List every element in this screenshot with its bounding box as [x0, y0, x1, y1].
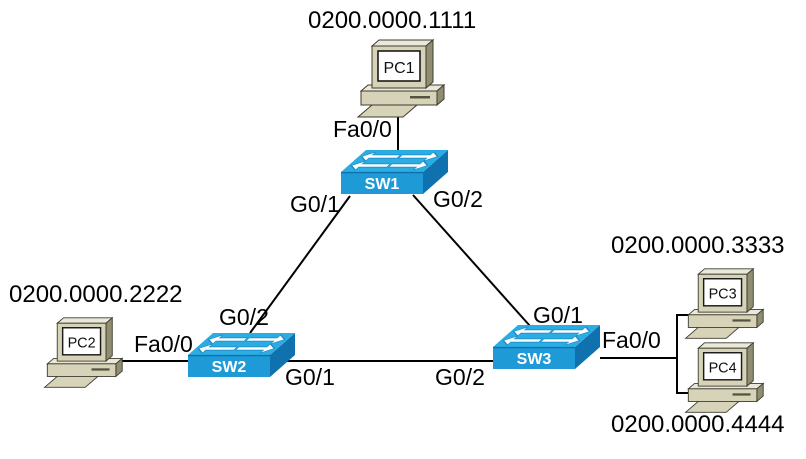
pc-drive-slot	[410, 96, 430, 99]
pc-label: PC1	[383, 60, 414, 77]
switch-arrow-right-icon	[234, 343, 276, 354]
link-sw1-sw3	[412, 194, 531, 327]
pc-label: PC4	[709, 361, 737, 377]
pc-monitor-top	[697, 342, 755, 349]
interface-label-sw1-g0-2: G0/2	[433, 186, 483, 212]
interface-label-sw2-g0-2: G0/2	[219, 304, 269, 330]
pc-monitor-top	[697, 268, 755, 275]
pc-label: PC2	[68, 336, 96, 352]
switch-arrow-right-icon	[550, 326, 591, 337]
switch-arrow-right-icon	[398, 151, 439, 162]
link-sw1-sw2	[249, 195, 351, 334]
pc-monitor-top	[370, 39, 435, 47]
pc-screen	[702, 278, 743, 307]
pc-keyboard	[43, 376, 100, 388]
mac-address-label-pc4: 0200.0000.4444	[611, 411, 785, 438]
interface-label-sw1-g0-1: G0/1	[290, 191, 340, 217]
pc-monitor-side	[746, 341, 754, 388]
switch-label: SW1	[365, 176, 400, 193]
switch-front-face	[188, 355, 270, 377]
interface-label-sw2-g0-1: G0/1	[285, 364, 335, 390]
interface-label-sw1-fa0-0: Fa0/0	[333, 116, 392, 142]
switch-arrow-left-icon	[512, 326, 554, 337]
pc-monitor-side	[746, 267, 754, 314]
pc-keyboard	[356, 104, 419, 118]
pc-drive-slot	[732, 393, 751, 396]
pc-monitor-side	[425, 38, 434, 90]
interface-label-sw3-g0-1: G0/1	[533, 302, 583, 328]
interface-label-sw3-fa0-0: Fa0/0	[602, 327, 661, 353]
interface-label-sw2-fa0-0: Fa0/0	[134, 331, 193, 357]
pc-pc4: PC4	[684, 341, 765, 413]
switch-arrow-right-icon	[539, 335, 581, 346]
pc-monitor-side	[105, 316, 113, 363]
mac-address-label-pc2: 0200.0000.2222	[9, 281, 183, 308]
switch-side-face	[575, 325, 600, 369]
switch-sw3: SW3	[493, 325, 600, 369]
switch-arrow-right-icon	[245, 334, 286, 345]
switch-label: SW2	[212, 359, 247, 376]
switch-arrow-left-icon	[360, 151, 402, 162]
switch-arrow-right-icon	[387, 160, 429, 171]
switch-side-face	[423, 150, 448, 194]
pc-screen	[377, 50, 421, 82]
pc-label: PC3	[709, 287, 737, 303]
switch-side-face	[270, 333, 295, 377]
switch-arrow-left-icon	[197, 343, 238, 354]
mac-address-label-pc1: 0200.0000.1111	[308, 7, 477, 34]
mac-address-label-pc3: 0200.0000.3333	[611, 232, 785, 259]
pc-keyboard	[684, 401, 741, 413]
pc-screen	[61, 327, 102, 356]
switch-arrow-left-icon	[207, 334, 249, 345]
switch-sw2: SW2	[188, 333, 295, 377]
pc-monitor-top	[56, 317, 114, 324]
switch-label: SW3	[517, 351, 552, 368]
pc-keyboard	[684, 327, 741, 339]
pc-pc3: PC3	[684, 267, 765, 339]
pc-drive-slot	[732, 319, 751, 322]
interface-label-sw3-g0-2: G0/2	[435, 364, 485, 390]
pc-pc2: PC2	[43, 316, 124, 388]
switch-sw1: SW1	[341, 150, 448, 194]
pc-drive-slot	[91, 368, 110, 371]
switch-arrow-left-icon	[502, 335, 543, 346]
switch-front-face	[341, 172, 423, 194]
switch-arrow-left-icon	[350, 160, 391, 171]
switch-front-face	[493, 347, 575, 369]
pc-screen	[702, 352, 743, 381]
pc-pc1: PC1	[356, 38, 446, 118]
